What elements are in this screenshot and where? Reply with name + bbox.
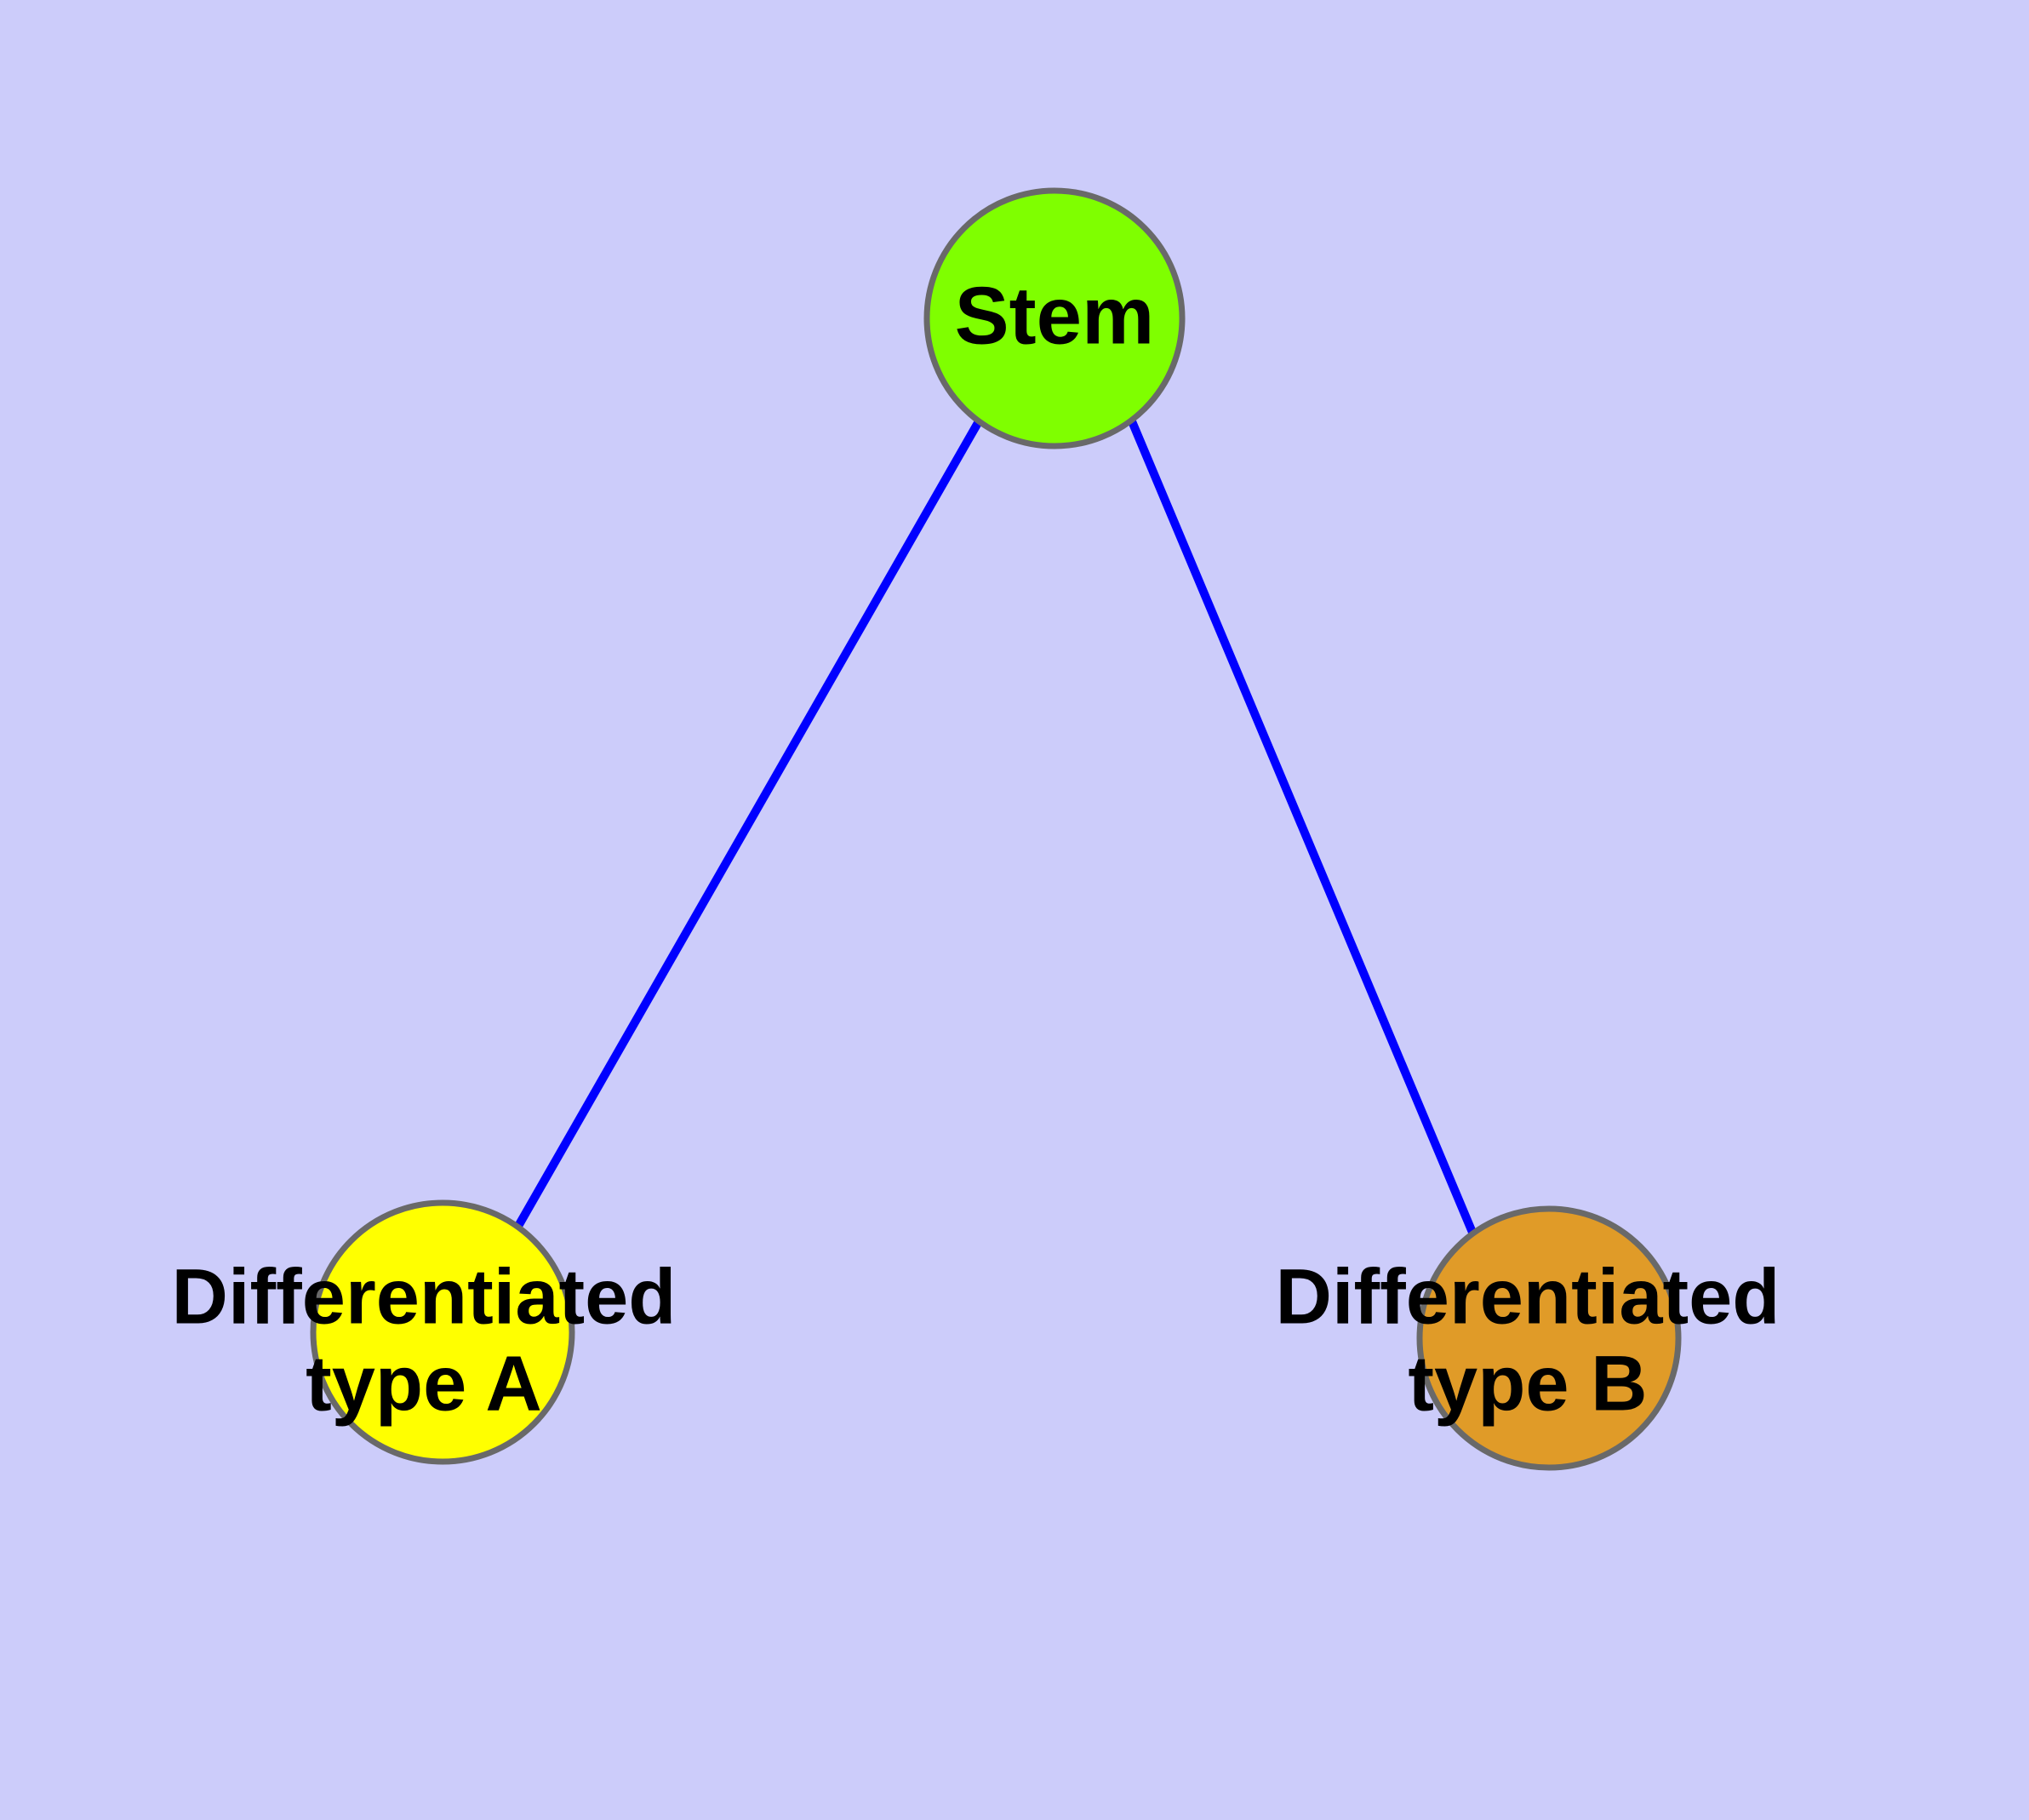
node-differentiated-type-b-label-line1: Differentiated <box>1276 1253 1780 1340</box>
node-differentiated-type-a-label-line2: type A <box>306 1340 542 1427</box>
node-differentiated-type-a[interactable]: Differentiated type A <box>172 1199 677 1465</box>
nodes-layer: Stem Differentiated type A Differentiate… <box>172 187 1780 1471</box>
node-stem-label: Stem <box>955 270 1155 361</box>
edges-layer <box>513 419 1477 1236</box>
node-stem[interactable]: Stem <box>923 187 1186 449</box>
node-differentiated-type-a-circle[interactable] <box>310 1199 575 1465</box>
node-differentiated-type-b-label-line2: type B <box>1408 1340 1647 1427</box>
node-stem-circle[interactable] <box>923 187 1186 449</box>
node-differentiated-type-b[interactable]: Differentiated type B <box>1276 1205 1780 1471</box>
node-differentiated-type-b-circle[interactable] <box>1416 1205 1682 1471</box>
node-differentiated-type-a-label-line1: Differentiated <box>172 1253 677 1340</box>
edge-stem-to-differentiated-type-a[interactable] <box>513 419 983 1230</box>
edge-stem-to-differentiated-type-b[interactable] <box>1128 420 1477 1236</box>
